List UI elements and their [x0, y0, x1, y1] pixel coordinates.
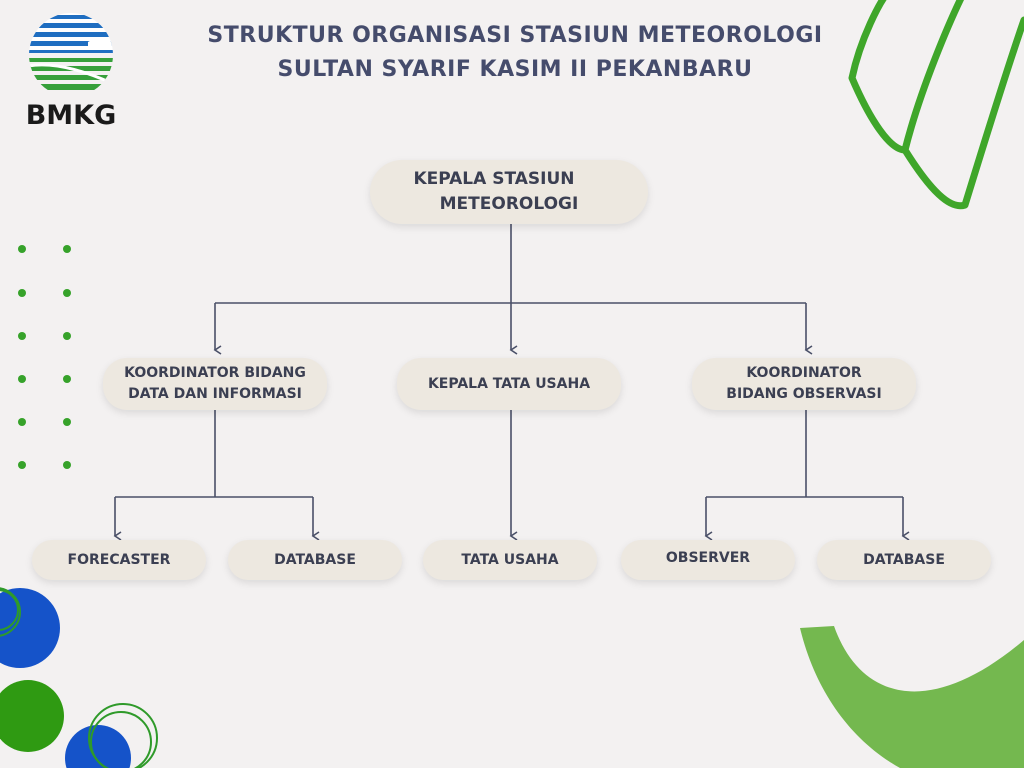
node-database-data: DATABASE: [228, 540, 402, 580]
logo-text: BMKG: [25, 100, 117, 131]
node-forecaster-label: FORECASTER: [67, 552, 171, 568]
node-kepala-tata-usaha-label: KEPALA TATA USAHA: [427, 375, 591, 392]
node-tata-usaha-label: TATA USAHA: [461, 552, 559, 568]
page-title-line-1: STRUKTUR ORGANISASI STASIUN METEOROLOGI: [207, 23, 823, 48]
node-forecaster: FORECASTER: [32, 540, 206, 580]
bmkg-emblem-icon: [29, 13, 113, 90]
node-database-observasi-label: DATABASE: [863, 552, 945, 568]
dot-grid-decoration: [18, 245, 71, 469]
node-observer-label: OBSERVER: [665, 550, 751, 566]
node-koordinator-observasi-line-2: BIDANG OBSERVASI: [726, 386, 882, 402]
node-koordinator-observasi-line-1: KOORDINATOR: [746, 365, 862, 381]
node-database-data-label: DATABASE: [274, 552, 356, 568]
circles-decoration: [0, 587, 158, 768]
node-kepala-stasiun-line-2: METEOROLOGI: [439, 194, 579, 214]
crescent-decoration: [800, 626, 1024, 768]
page-title-line-2: SULTAN SYARIF KASIM II PEKANBARU: [277, 57, 753, 82]
node-tata-usaha: TATA USAHA: [423, 540, 597, 580]
node-database-observasi: DATABASE: [817, 540, 991, 580]
node-koordinator-data-line-1: KOORDINATOR BIDANG: [124, 365, 306, 381]
node-koordinator-data-line-2: DATA DAN INFORMASI: [128, 386, 302, 402]
squiggle-decoration: [848, 0, 1024, 210]
node-observer: OBSERVER: [621, 540, 795, 580]
node-koordinator-observasi: KOORDINATOR BIDANG OBSERVASI: [692, 358, 916, 410]
node-kepala-stasiun-line-1: KEPALA STASIUN: [413, 169, 575, 189]
bmkg-logo: BMKG: [18, 10, 124, 134]
node-koordinator-data-informasi: KOORDINATOR BIDANG DATA DAN INFORMASI: [103, 358, 327, 410]
node-kepala-tata-usaha: KEPALA TATA USAHA: [397, 358, 621, 410]
node-kepala-stasiun: KEPALA STASIUN METEOROLOGI: [370, 160, 648, 224]
